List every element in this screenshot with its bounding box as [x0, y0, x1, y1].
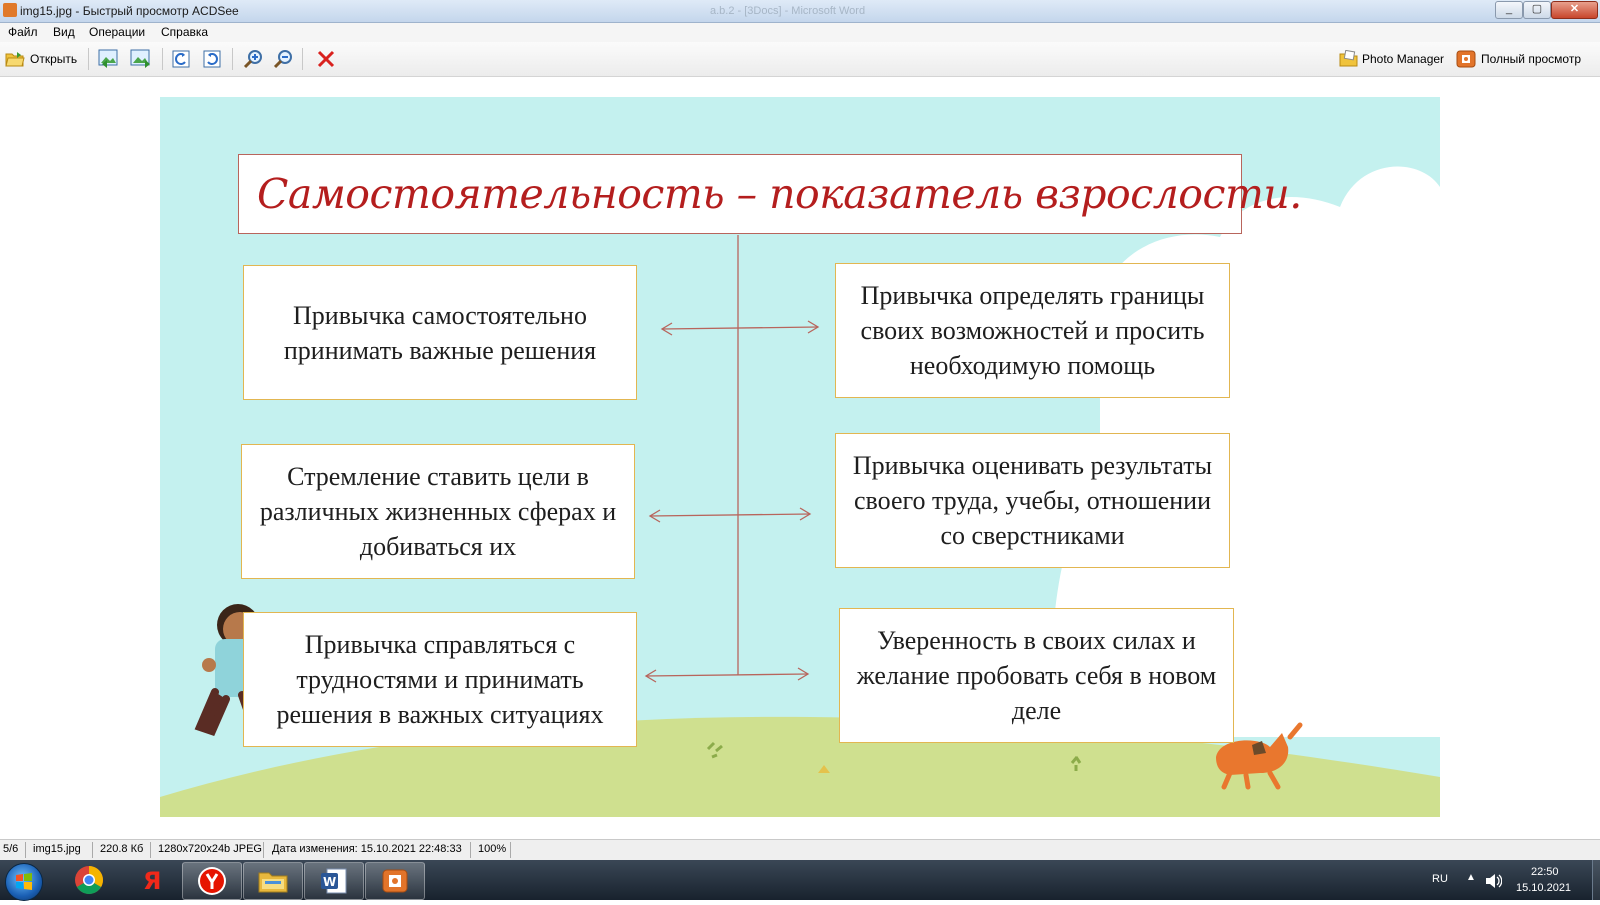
diagram-connectors: [645, 235, 819, 677]
toolbar-separator: [162, 48, 163, 70]
file-explorer-icon: [258, 872, 288, 893]
taskbar-yandex[interactable]: [182, 862, 242, 900]
zoom-out-icon: [272, 48, 294, 70]
status-separator: [92, 842, 93, 858]
zoom-in-button[interactable]: [242, 47, 264, 71]
flower-decoration: [706, 741, 1082, 773]
chrome-icon: [75, 866, 103, 894]
svg-text:W: W: [323, 875, 336, 889]
status-dimensions: 1280x720x24b JPEG: [158, 843, 262, 855]
toolbar-separator: [232, 48, 233, 70]
minimize-button[interactable]: _: [1495, 1, 1523, 19]
status-filesize: 220.8 Кб: [100, 843, 144, 855]
rotate-right-icon: [201, 48, 223, 70]
word-icon: W: [321, 868, 347, 894]
taskbar-chrome[interactable]: [60, 862, 118, 898]
taskbar-word[interactable]: W: [304, 862, 364, 900]
yandex-browser-icon: Я: [143, 867, 161, 895]
taskbar-acdsee[interactable]: [365, 862, 425, 900]
windows-logo-icon: [16, 873, 32, 890]
yandex-icon: [198, 867, 226, 895]
status-position: 5/6: [3, 843, 19, 855]
connector-arrowheads: [644, 320, 820, 683]
photo-manager-label: Photo Manager: [1362, 52, 1445, 66]
card-decision-making: Привычка самостоятельно принимать важные…: [243, 265, 637, 400]
menu-operations[interactable]: Операции: [89, 25, 146, 39]
taskbar: Я W RU ▲ 22:50 15.10.2021: [0, 860, 1600, 901]
background-window-title: a.b.2 - [3Docs] - Microsoft Word: [710, 5, 866, 17]
rotate-left-button[interactable]: [170, 47, 192, 71]
card-knowing-limits: Привычка определять границы своих возмож…: [835, 263, 1230, 398]
acdsee-app-icon: [3, 3, 17, 17]
close-button[interactable]: ✕: [1551, 1, 1598, 19]
slide-image: Самостоятельность – показатель взрослост…: [160, 97, 1440, 817]
taskbar-yandex-browser[interactable]: Я: [121, 862, 179, 898]
menu-bar: Файл Вид Операции Справка: [0, 23, 1600, 42]
rotate-right-button[interactable]: [201, 47, 223, 71]
rotate-left-icon: [170, 48, 192, 70]
dog-illustration: [1216, 722, 1303, 790]
status-separator: [470, 842, 471, 858]
card-overcoming-difficulties: Привычка справляться с трудностями и при…: [243, 612, 637, 747]
delete-button[interactable]: [315, 47, 337, 71]
toolbar-separator: [302, 48, 303, 70]
status-separator: [263, 842, 264, 858]
zoom-in-icon: [242, 48, 264, 70]
status-separator: [25, 842, 26, 858]
status-zoom: 100%: [478, 843, 507, 855]
status-bar: 5/6 img15.jpg 220.8 Кб 1280x720x24b JPEG…: [0, 839, 1600, 861]
delete-icon: [315, 48, 337, 70]
menu-help[interactable]: Справка: [161, 25, 209, 39]
next-image-button[interactable]: [130, 47, 152, 71]
tray-language[interactable]: RU: [1432, 873, 1448, 885]
photo-manager-button[interactable]: Photo Manager: [1338, 47, 1444, 71]
volume-icon[interactable]: [1484, 872, 1502, 890]
svg-text:Я: Я: [143, 867, 161, 895]
maximize-button[interactable]: ▢: [1523, 1, 1551, 19]
photo-manager-icon: [1338, 48, 1360, 70]
card-self-confidence: Уверенность в своих силах и желание проб…: [839, 608, 1234, 743]
status-filename: img15.jpg: [33, 843, 81, 855]
toolbar-separator: [88, 48, 89, 70]
window-title-bar: img15.jpg - Быстрый просмотр ACDSee a.b.…: [0, 0, 1600, 23]
status-separator: [150, 842, 151, 858]
window-title: img15.jpg - Быстрый просмотр ACDSee: [20, 4, 239, 18]
toolbar: Открыть: [0, 42, 1600, 77]
slide-title: Самостоятельность – показатель взрослост…: [257, 170, 1302, 218]
next-image-icon: [130, 48, 152, 70]
tray-time[interactable]: 22:50: [1531, 866, 1559, 878]
start-button[interactable]: [5, 863, 43, 901]
open-label: Открыть: [30, 52, 78, 66]
open-icon: [4, 48, 26, 70]
card-goal-setting: Стремление ставить цели в различных жизн…: [241, 444, 635, 579]
status-modified: Дата изменения: 15.10.2021 22:48:33: [272, 843, 462, 855]
slide-title-box: Самостоятельность – показатель взрослост…: [238, 154, 1302, 234]
show-desktop-button[interactable]: [1592, 860, 1600, 900]
menu-view[interactable]: Вид: [53, 25, 75, 39]
tray-date[interactable]: 15.10.2021: [1516, 882, 1572, 894]
prev-image-icon: [98, 48, 120, 70]
status-separator: [510, 842, 511, 858]
full-view-button[interactable]: Полный просмотр: [1455, 47, 1581, 71]
menu-file[interactable]: Файл: [8, 25, 38, 39]
prev-image-button[interactable]: [98, 47, 120, 71]
taskbar-file-explorer[interactable]: [243, 862, 303, 900]
acdsee-icon: [382, 869, 408, 893]
full-view-label: Полный просмотр: [1481, 52, 1582, 66]
tray-show-hidden-icon[interactable]: ▲: [1466, 872, 1476, 883]
card-self-evaluation: Привычка оценивать результаты своего тру…: [835, 433, 1230, 568]
open-button[interactable]: Открыть: [4, 47, 77, 71]
full-view-icon: [1455, 48, 1477, 70]
zoom-out-button[interactable]: [272, 47, 294, 71]
